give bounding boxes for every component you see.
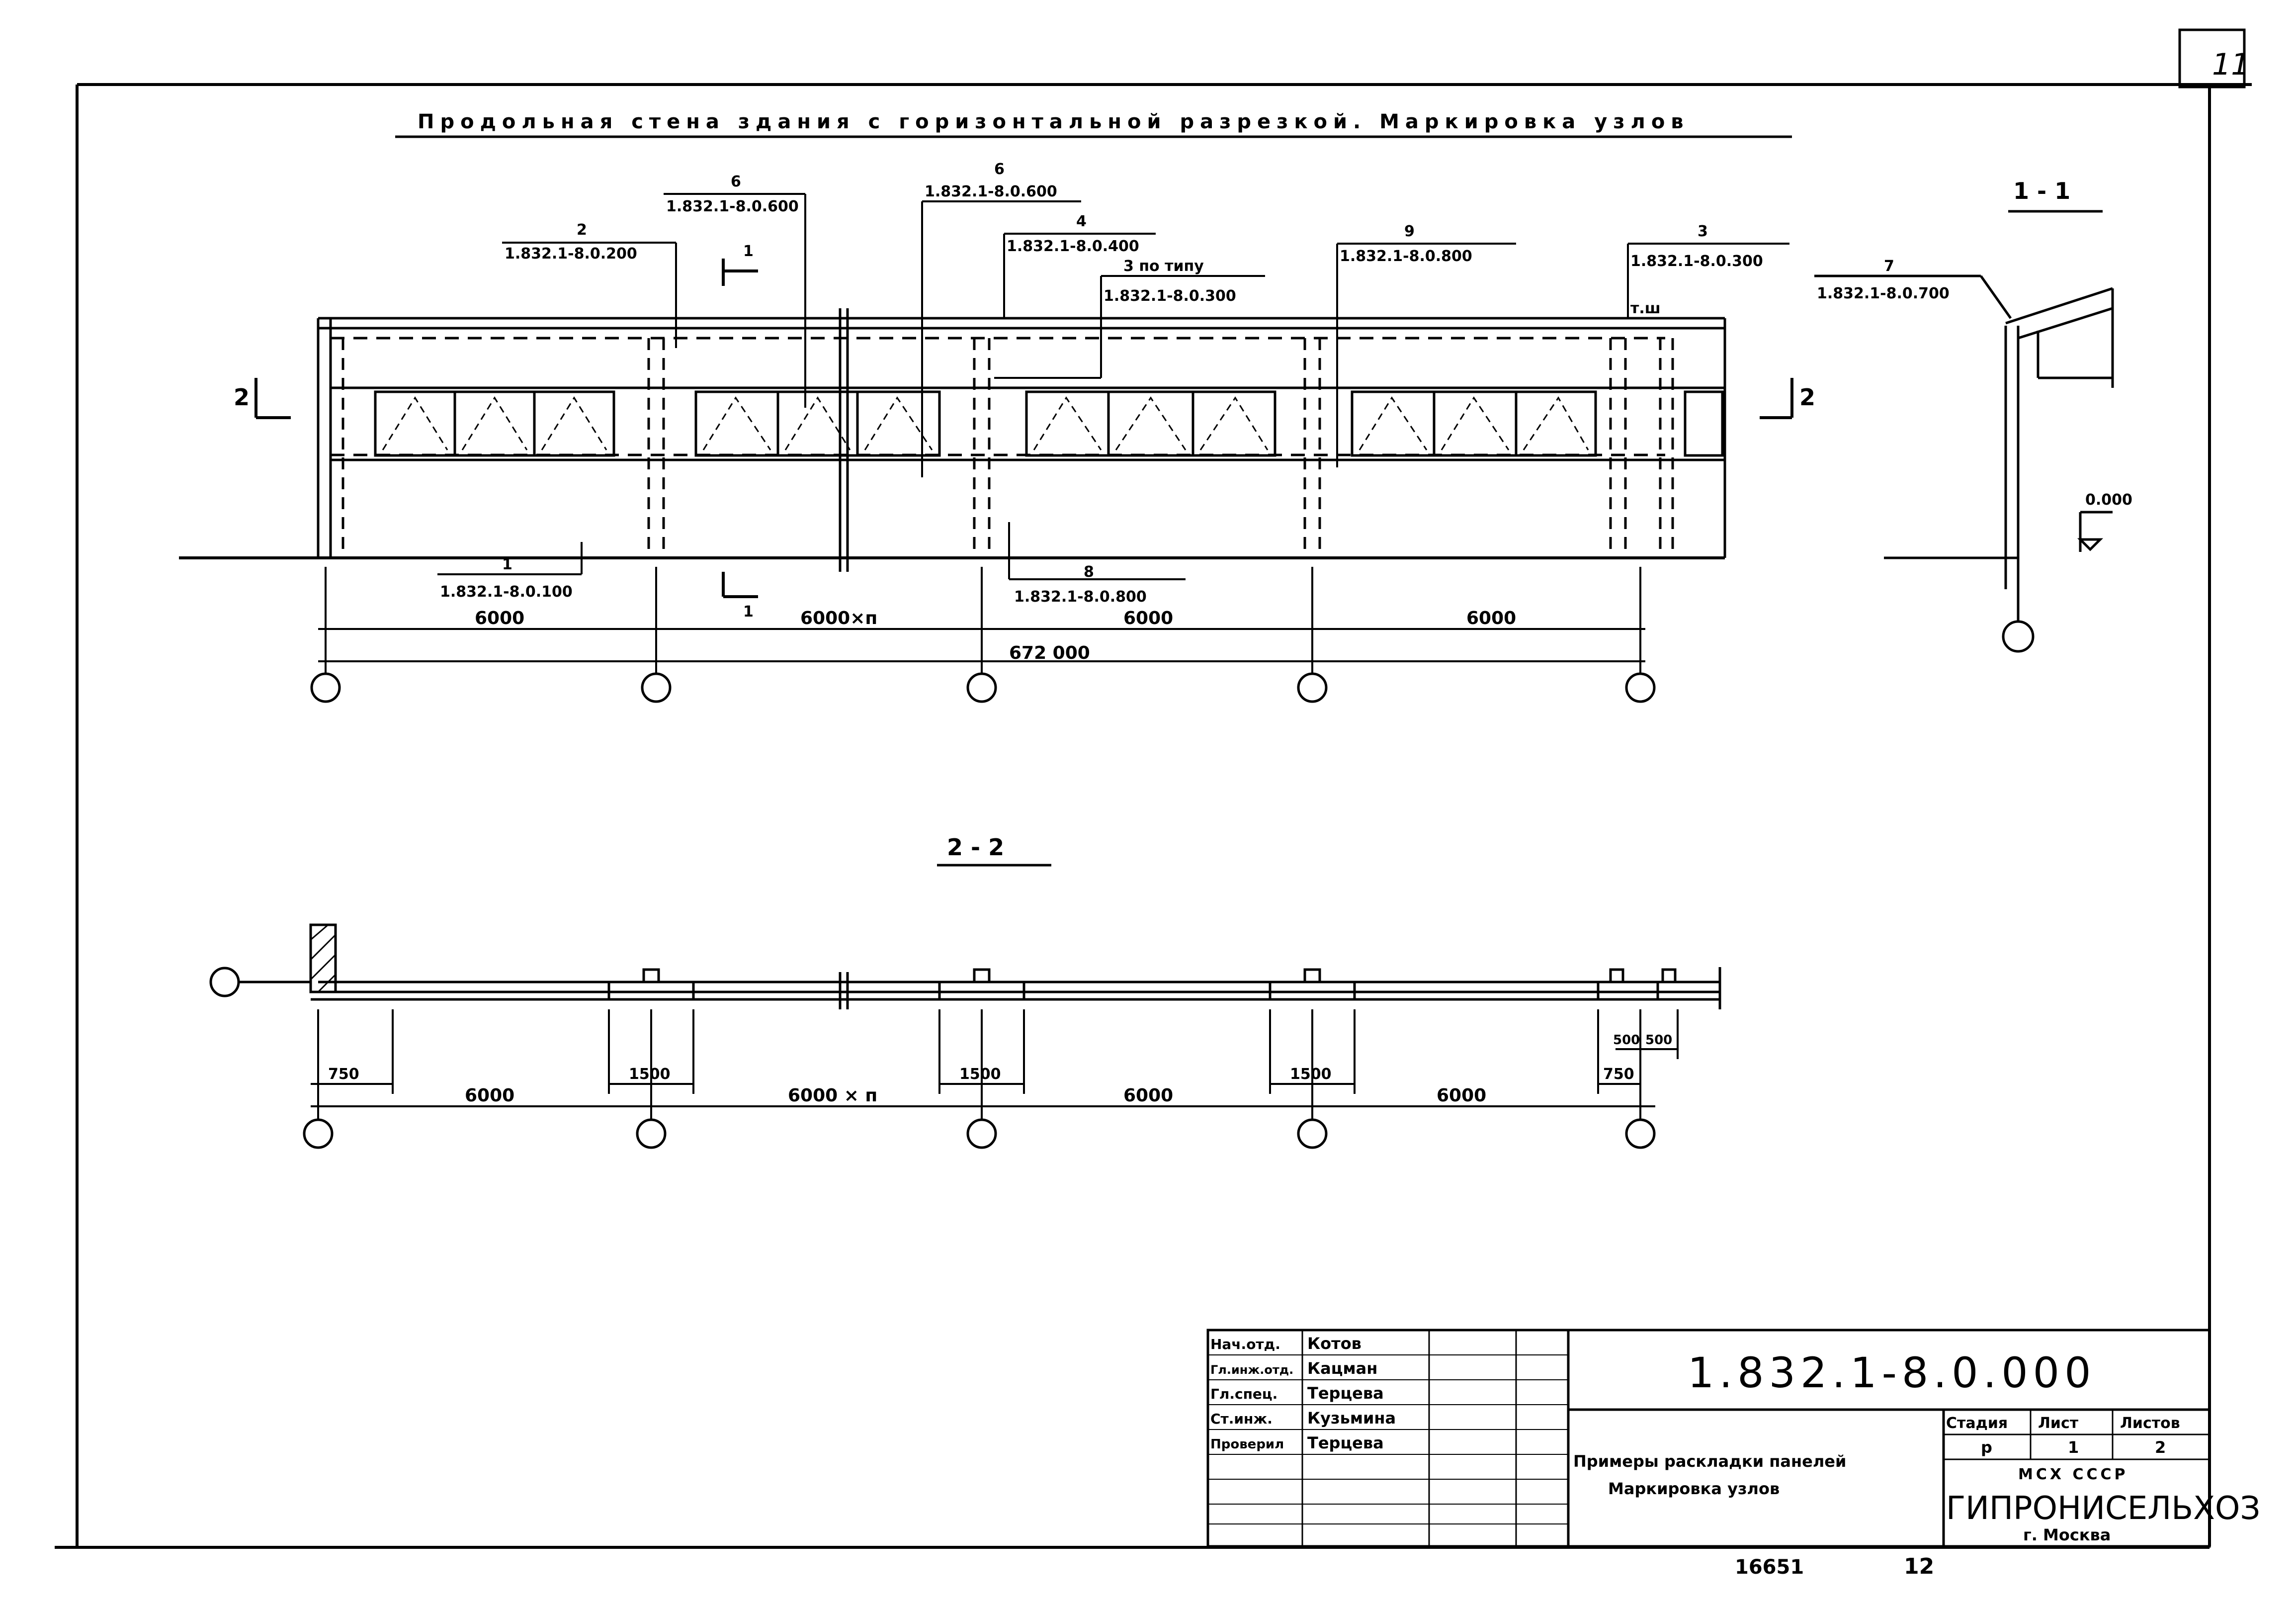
section-markers-1 [722, 259, 758, 598]
callout-3-code: 1.832.1-8.0.300 [1630, 253, 1763, 270]
plan-small-dim-500-b: 500 [1645, 1033, 1672, 1048]
plan-left-axis-bubble [209, 967, 240, 997]
tb-name-3: Терцева [1307, 1384, 1384, 1403]
level-label: 0.000 [2085, 491, 2132, 509]
tb-role-1: Нач.отд. [1210, 1336, 1280, 1352]
section-2-2-title: 2 - 2 [947, 834, 1004, 861]
corner-sheet-number: 11 [2212, 47, 2250, 82]
elevation-dim-lines [318, 567, 1645, 674]
section-1-bottom-label: 1 [743, 603, 754, 621]
callout-6a-num: 6 [731, 173, 741, 190]
title-block-frame [1206, 1329, 2211, 1548]
callout-1-code: 1.832.1-8.0.100 [440, 583, 573, 601]
elev-total-dim: 672 000 [1009, 643, 1090, 663]
window-opening-marks [382, 396, 1589, 450]
tb-desc-1: Примеры раскладки панелей [1573, 1452, 1846, 1471]
footer-left-number: 16651 [1735, 1556, 1804, 1579]
section-markers-2 [255, 378, 1793, 419]
window-bands [374, 390, 1724, 457]
plan-small-dim-1500-a: 1500 [629, 1066, 671, 1083]
tb-name-4: Кузьмина [1307, 1409, 1396, 1428]
tb-stage-header: Стадия [1946, 1415, 2008, 1432]
callout-6b-code: 1.832.1-8.0.600 [925, 183, 1057, 200]
footer-right-number: 12 [1904, 1554, 1934, 1579]
tb-name-1: Котов [1307, 1334, 1361, 1353]
elev-dim-4: 6000 [1466, 608, 1516, 628]
section-1-top-label: 1 [743, 243, 754, 260]
plan-dim-4: 6000 [1437, 1085, 1486, 1106]
tb-name-2: Кацман [1307, 1359, 1377, 1378]
plan-dim-lines [311, 1009, 1679, 1119]
callout-6b-num: 6 [994, 161, 1005, 178]
callout-2-num: 2 [577, 221, 587, 239]
tb-sheet-header: Лист [2038, 1415, 2079, 1432]
callout-3-num: 3 [1698, 223, 1708, 240]
callout-9-code: 1.832.1-8.0.800 [1340, 248, 1472, 265]
callout-1-num: 1 [502, 556, 512, 573]
tb-role-5: Проверил [1210, 1437, 1284, 1452]
elevation-axis-bubbles [310, 672, 1656, 703]
callout-7-num: 7 [1884, 258, 1894, 275]
drawing-title: Продольная стена здания с горизонтальной… [418, 110, 1690, 133]
tb-sheets-value: 2 [2155, 1438, 2166, 1457]
callout-leaders [437, 193, 1789, 580]
section-1-1-axis-bubble [2002, 620, 2035, 653]
elev-dim-2: 6000×п [800, 608, 877, 628]
plan-dim-2: 6000 × п [788, 1085, 877, 1106]
section-1-1-view [1814, 274, 2114, 622]
section-2-left-label: 2 [234, 384, 250, 411]
callout-4-num: 4 [1076, 213, 1087, 230]
plan-small-dim-750-right: 750 [1603, 1066, 1634, 1083]
elevation-view [179, 308, 1726, 572]
tb-org-top: МСХ СССР [2018, 1466, 2128, 1483]
tsh-label: т.ш [1630, 300, 1661, 317]
callout-6a-code: 1.832.1-8.0.600 [666, 198, 799, 215]
tb-role-4: Ст.инж. [1210, 1411, 1273, 1427]
tb-sheets-header: Листов [2120, 1415, 2180, 1432]
plan-small-dim-500-a: 500 [1613, 1033, 1640, 1048]
callout-9-num: 9 [1404, 223, 1415, 240]
callout-3typ-code: 1.832.1-8.0.300 [1104, 287, 1236, 305]
plan-hatch [310, 924, 337, 993]
tb-desc-2: Маркировка узлов [1608, 1479, 1780, 1498]
tb-code: 1.832.1-8.0.000 [1688, 1348, 2096, 1397]
plan-small-dim-1500-b: 1500 [959, 1066, 1001, 1083]
plan-axis-bubbles [303, 1118, 1656, 1149]
tb-name-5: Терцева [1307, 1433, 1384, 1452]
callout-8-code: 1.832.1-8.0.800 [1014, 588, 1147, 606]
plan-small-dim-1500-c: 1500 [1290, 1066, 1332, 1083]
tb-stage-value: р [1981, 1438, 1992, 1457]
callout-7-code: 1.832.1-8.0.700 [1817, 285, 1950, 302]
plan-dim-1: 6000 [465, 1085, 514, 1106]
section-2-right-label: 2 [1799, 384, 1815, 411]
plan-small-dim-750-left: 750 [328, 1066, 359, 1083]
tb-role-2: Гл.инж.отд. [1210, 1363, 1293, 1377]
callout-2-code: 1.832.1-8.0.200 [505, 245, 637, 263]
tb-org: ГИПРОНИСЕЛЬХОЗ [1946, 1490, 2260, 1527]
section-1-1-title: 1 - 1 [2013, 178, 2070, 204]
callout-4-code: 1.832.1-8.0.400 [1007, 238, 1139, 255]
tb-city: г. Москва [2023, 1525, 2111, 1544]
callout-8-num: 8 [1084, 563, 1094, 581]
elev-dim-1: 6000 [475, 608, 524, 628]
plan-dim-3: 6000 [1123, 1085, 1173, 1106]
tb-role-3: Гл.спец. [1210, 1386, 1277, 1402]
plan-view [239, 923, 1721, 1009]
callout-3typ-num: 3 по типу [1123, 258, 1204, 275]
elev-dim-3: 6000 [1123, 608, 1173, 628]
tb-sheet-value: 1 [2068, 1438, 2079, 1457]
